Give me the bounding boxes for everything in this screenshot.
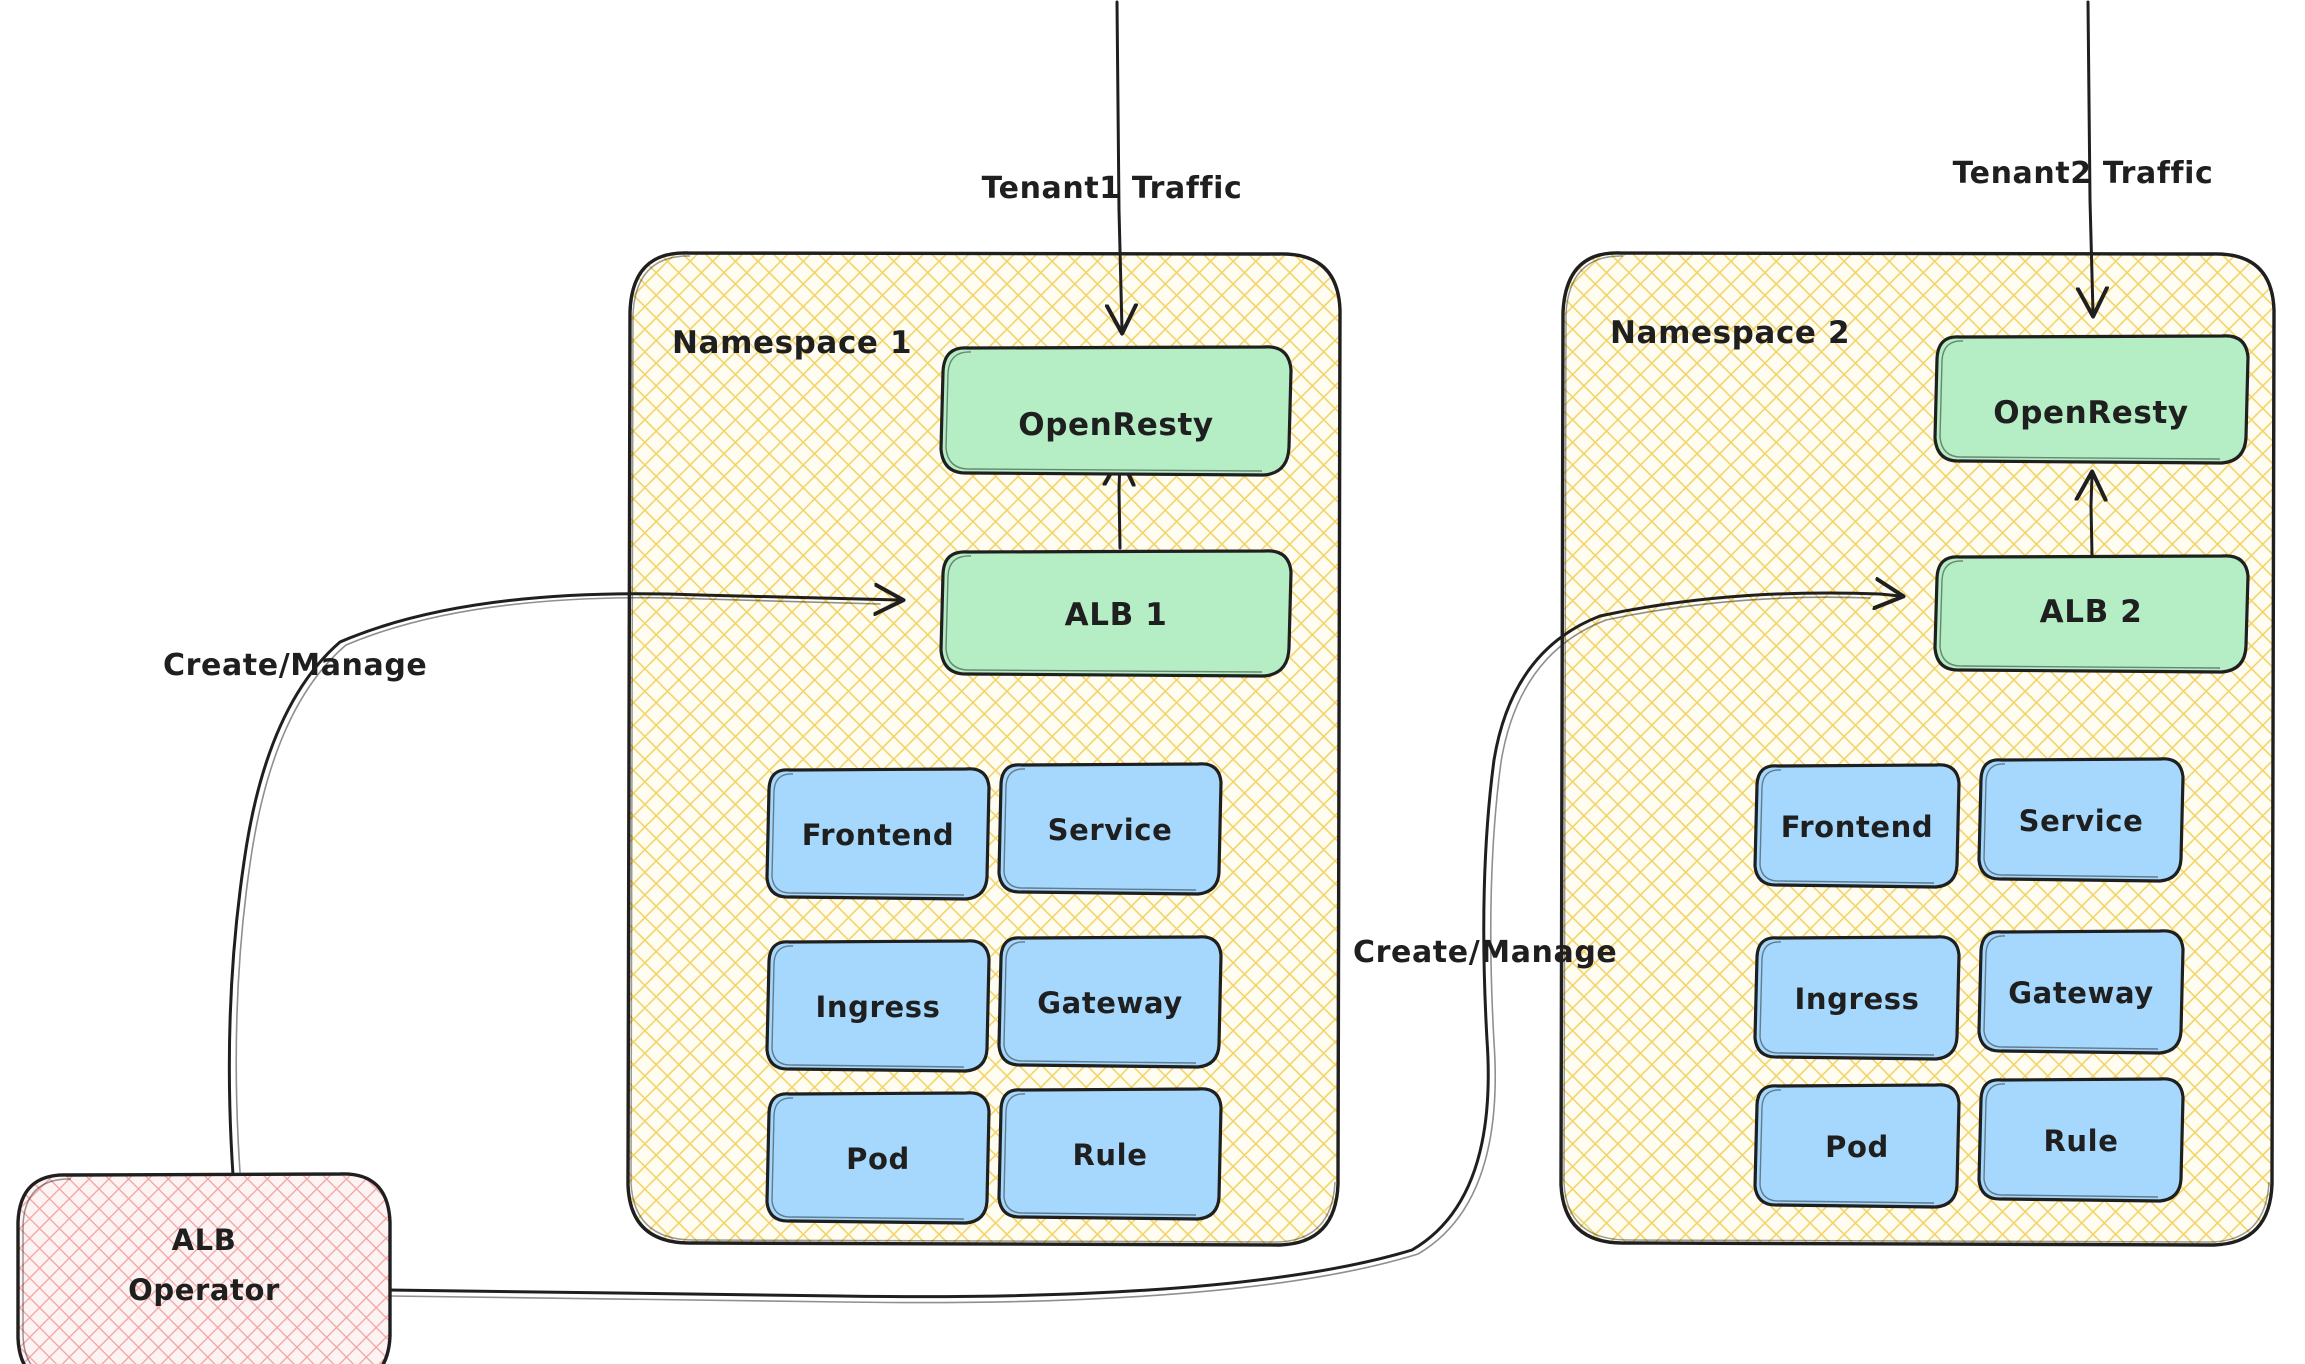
alb2-to-openresty-arrow	[2091, 475, 2092, 557]
alb-operator-label-line2: Operator	[128, 1273, 280, 1307]
namespace-2-openresty-node[interactable]	[1933, 334, 2250, 465]
resource-label: Gateway	[1037, 986, 1182, 1020]
namespace-2-openresty-label: OpenResty	[1993, 395, 2188, 431]
operator-to-alb2-connector	[386, 593, 1900, 1304]
tenant1-traffic-arrow	[1117, 0, 1122, 330]
namespace-1-label: Namespace 1	[672, 325, 912, 361]
create-manage-label-2: Create/Manage	[1353, 935, 1617, 970]
resource-box[interactable]	[1753, 935, 1961, 1061]
namespace-2-resources	[1753, 757, 2185, 1209]
resource-box[interactable]	[1977, 1077, 2185, 1203]
namespace-1-alb-node[interactable]	[939, 549, 1293, 678]
namespace-1-alb-label: ALB 1	[1065, 597, 1168, 633]
resource-box[interactable]	[765, 767, 991, 901]
alb-operator-label-line1: ALB	[172, 1223, 237, 1257]
tenant2-traffic-arrow	[2088, 0, 2093, 313]
resource-label: Gateway	[2008, 976, 2153, 1010]
namespace-2-alb-label: ALB 2	[2040, 594, 2143, 630]
create-manage-label-1: Create/Manage	[163, 648, 427, 683]
namespace-1-resources	[765, 762, 1223, 1225]
tenant1-traffic-label: Tenant1 Traffic	[982, 171, 1243, 206]
namespace-2-alb-node[interactable]	[1933, 554, 2250, 674]
resource-box[interactable]	[765, 939, 991, 1073]
resource-box[interactable]	[1977, 929, 2185, 1055]
resource-box[interactable]	[1753, 1083, 1961, 1209]
tenant2-traffic-label: Tenant2 Traffic	[1953, 156, 2214, 191]
resource-label: Pod	[1825, 1130, 1889, 1164]
resource-box[interactable]	[1753, 763, 1961, 889]
resource-label: Frontend	[802, 818, 955, 852]
resource-label: Ingress	[816, 990, 941, 1024]
resource-label: Frontend	[1781, 810, 1934, 844]
resource-box[interactable]	[997, 762, 1223, 896]
namespace-1-openresty-label: OpenResty	[1018, 407, 1213, 443]
resource-label: Service	[2019, 804, 2144, 838]
operator-to-alb1-connector	[227, 594, 900, 1177]
resource-box[interactable]	[997, 935, 1223, 1069]
resource-label: Ingress	[1795, 982, 1920, 1016]
resource-label: Service	[1048, 813, 1173, 847]
resource-label: Rule	[1073, 1138, 1148, 1172]
resource-box[interactable]	[765, 1091, 991, 1225]
resource-label: Rule	[2044, 1124, 2119, 1158]
namespace-2-label: Namespace 2	[1610, 315, 1850, 351]
namespace-1-openresty-node[interactable]	[939, 345, 1293, 477]
alb-operator-node[interactable]	[16, 1172, 392, 1364]
resource-box[interactable]	[1977, 757, 2185, 883]
resource-label: Pod	[846, 1142, 910, 1176]
resource-box[interactable]	[997, 1087, 1223, 1221]
